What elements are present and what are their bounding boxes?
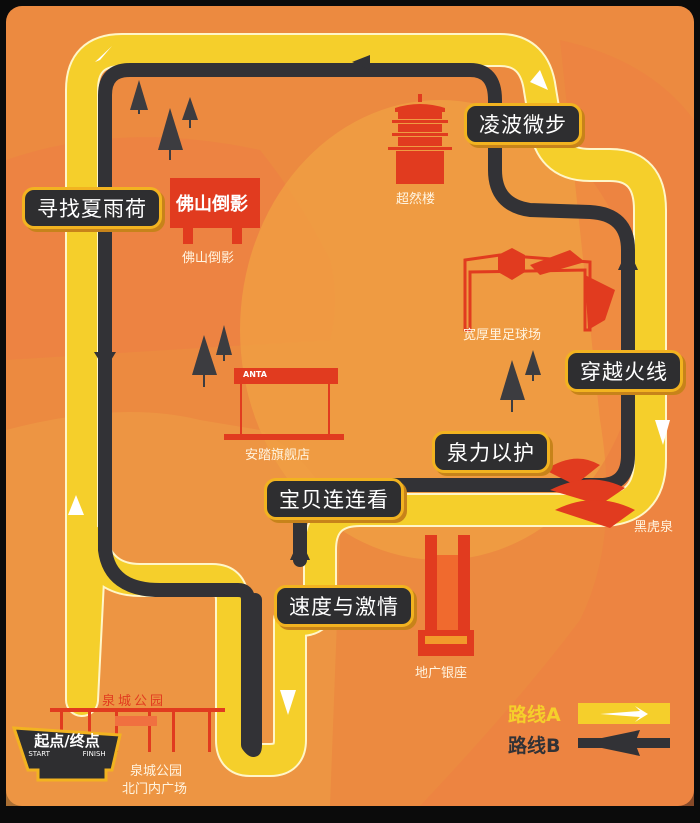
legend-route-a-label: 路线A xyxy=(508,704,561,726)
anta-label: 安踏旗舰店 xyxy=(245,448,311,463)
callout-sudu: 速度与激情 xyxy=(274,585,414,627)
callout-lingbo: 凌波微步 xyxy=(464,103,582,145)
start-sign-shape xyxy=(11,726,122,782)
callout-baobei: 宝贝连连看 xyxy=(264,478,404,520)
chaoran-label: 超然楼 xyxy=(396,192,436,207)
finish-text: FINISH xyxy=(82,750,106,758)
landmark-foshan xyxy=(170,178,260,244)
route-b-path xyxy=(98,63,635,757)
anta-sign-text: ANTA xyxy=(243,370,267,379)
arrow-icon xyxy=(94,352,116,370)
landmark-kuanhouli xyxy=(463,248,615,332)
foshan-sign-text: 佛山倒影 xyxy=(176,194,248,215)
landmark-diguang xyxy=(418,535,474,656)
start-finish-sign: 起点/终点 START FINISH xyxy=(12,728,122,768)
legend-bars xyxy=(578,703,670,756)
quancheng-label-1: 泉城公园 xyxy=(130,764,183,779)
kuanhouli-label: 宽厚里足球场 xyxy=(463,328,542,343)
landmark-chaoran xyxy=(388,94,452,184)
arrow-icon xyxy=(290,538,310,560)
route-arrows xyxy=(68,46,670,715)
arrow-icon xyxy=(68,495,84,515)
quancheng-sign-text: 泉城公园 xyxy=(102,694,167,709)
arrow-icon xyxy=(95,46,112,62)
start-finish-title: 起点/终点 xyxy=(34,732,100,750)
callout-quanli: 泉力以护 xyxy=(432,431,550,473)
arrow-icon xyxy=(655,420,670,445)
callout-xunzhao: 寻找夏雨荷 xyxy=(22,187,162,229)
arrow-icon xyxy=(618,248,638,270)
foshan-label: 佛山倒影 xyxy=(182,251,235,266)
quancheng-label-2: 北门内广场 xyxy=(122,782,188,797)
diguang-label: 地广银座 xyxy=(415,666,468,681)
legend-route-b-label: 路线B xyxy=(508,735,561,757)
arrow-icon xyxy=(280,690,296,715)
callout-chuanyue: 穿越火线 xyxy=(565,350,683,392)
landmark-heihu xyxy=(545,458,635,528)
landmark-anta xyxy=(224,368,344,440)
heihu-label: 黑虎泉 xyxy=(634,520,674,535)
arrow-icon xyxy=(352,55,370,70)
arrow-icon xyxy=(530,70,548,90)
tree-icons xyxy=(130,80,541,412)
start-text: START xyxy=(28,750,50,758)
